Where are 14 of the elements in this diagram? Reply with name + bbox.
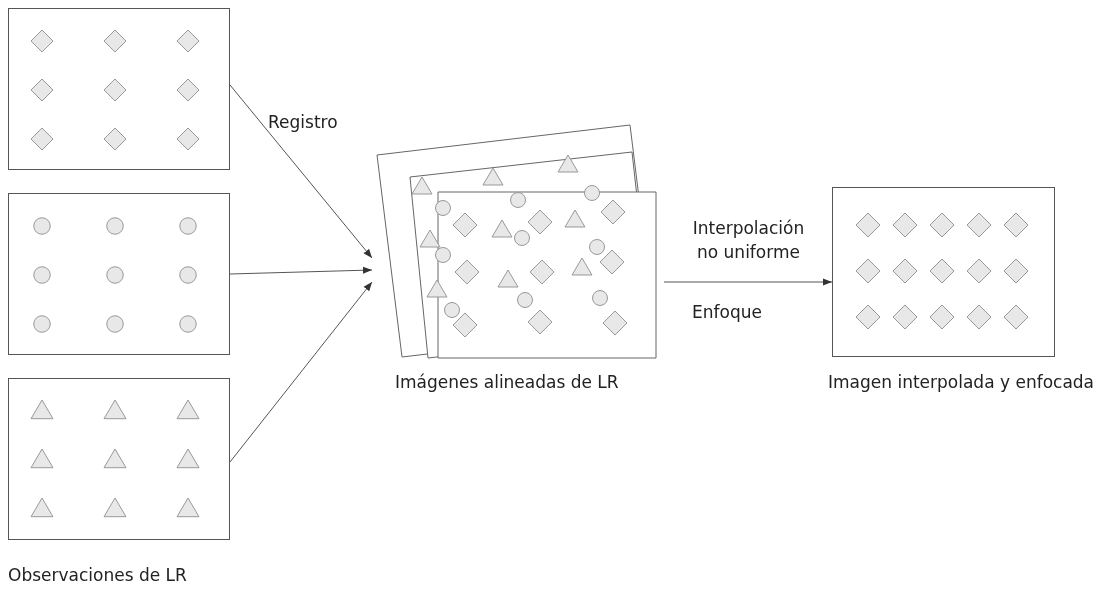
image-frame <box>8 378 230 540</box>
arrow <box>229 266 373 275</box>
annotation-label: Enfoque <box>692 301 762 324</box>
edge-label: Interpolación no uniforme <box>691 217 806 264</box>
image-caption: Imágenes alineadas de LR <box>395 371 619 394</box>
arrow <box>229 281 373 463</box>
annotation-label: Registro <box>268 111 338 134</box>
image-frame <box>8 8 230 170</box>
annotation-label: Observaciones de LR <box>8 564 187 587</box>
arrow <box>229 84 373 259</box>
image-frame <box>8 193 230 355</box>
image-frame <box>832 187 1055 357</box>
image-caption: Imagen interpolada y enfocada <box>828 371 1095 394</box>
arrow <box>663 278 833 286</box>
